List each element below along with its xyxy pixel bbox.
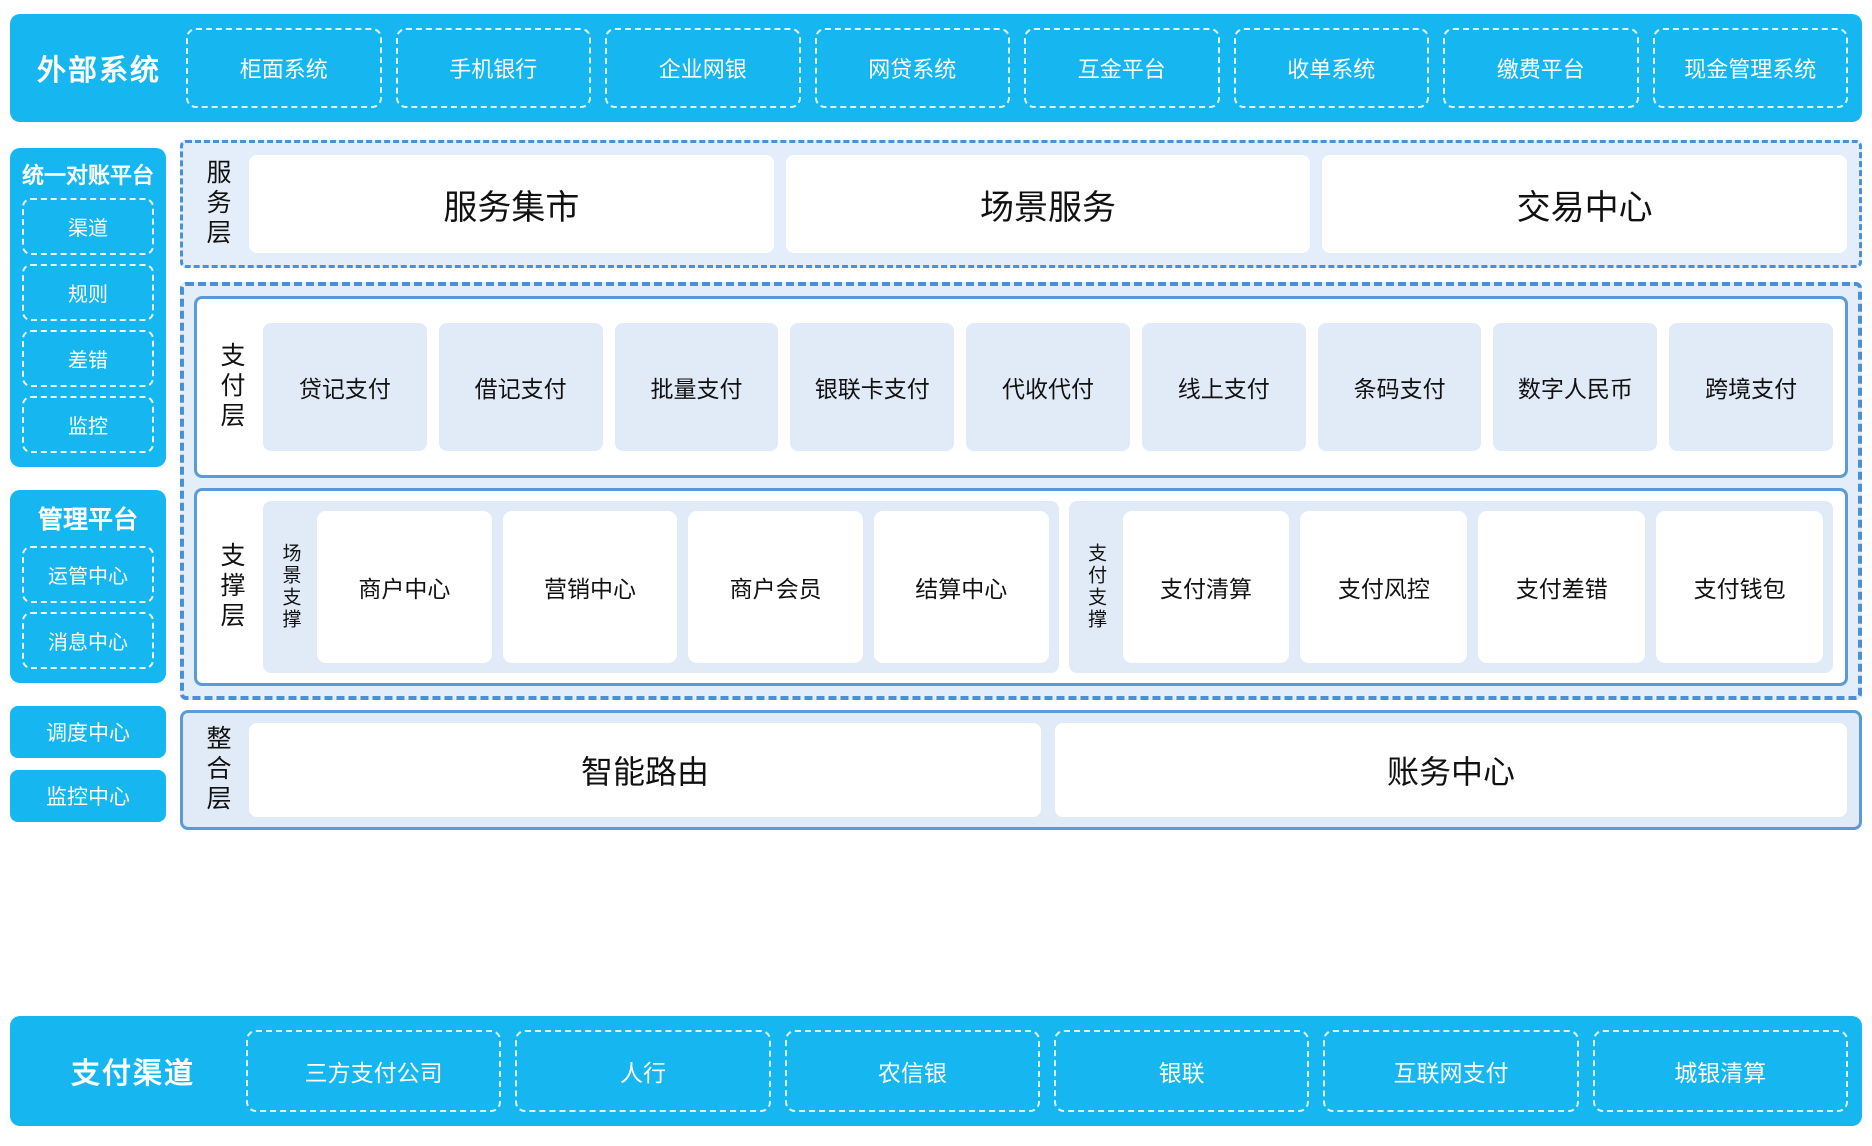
support-card-settlement-center[interactable]: 结算中心 [873, 511, 1049, 663]
service-card-transaction-center[interactable]: 交易中心 [1322, 155, 1848, 253]
core-layers-group: 支付层 贷记支付 借记支付 批量支付 银联卡支付 代收代付 线上支付 条码支付 … [180, 282, 1862, 700]
external-systems-band: 外部系统 柜面系统 手机银行 企业网银 网贷系统 互金平台 收单系统 缴费平台 … [10, 14, 1862, 122]
payment-channel-chip-2[interactable]: 人行 [515, 1030, 771, 1112]
payment-chip-cross-border[interactable]: 跨境支付 [1669, 323, 1834, 451]
management-item-operations-center[interactable]: 运管中心 [22, 546, 154, 603]
external-system-chip-8[interactable]: 现金管理系统 [1652, 28, 1848, 108]
scenario-support-group: 场景支撑 商户中心 营销中心 商户会员 结算中心 [263, 501, 1059, 673]
external-system-chip-3[interactable]: 企业网银 [605, 28, 801, 108]
payment-channel-chip-3[interactable]: 农信银 [784, 1030, 1040, 1112]
payment-chip-credit[interactable]: 贷记支付 [263, 323, 427, 451]
reconciliation-platform-card: 统一对账平台 渠道 规则 差错 监控 [10, 148, 166, 467]
support-card-payment-clearing[interactable]: 支付清算 [1122, 511, 1290, 663]
payment-support-group: 支付支撑 支付清算 支付风控 支付差错 支付钱包 [1068, 501, 1833, 673]
external-system-chip-2[interactable]: 手机银行 [395, 28, 591, 108]
payment-channel-chip-1[interactable]: 三方支付公司 [246, 1030, 502, 1112]
external-system-chip-5[interactable]: 互金平台 [1024, 28, 1220, 108]
payment-chip-digital-rmb[interactable]: 数字人民币 [1493, 323, 1658, 451]
payment-channel-chip-5[interactable]: 互联网支付 [1323, 1030, 1579, 1112]
platform-layers-region: 服务层 服务集市 场景服务 交易中心 支付层 贷记支付 借记支付 批量支付 [180, 140, 1862, 1000]
payment-channel-chip-6[interactable]: 城银清算 [1592, 1030, 1848, 1112]
reconciliation-platform-title: 统一对账平台 [22, 163, 155, 188]
external-systems-title: 外部系统 [36, 55, 161, 87]
payment-channel-chip-4[interactable]: 银联 [1053, 1030, 1310, 1112]
payment-chip-online[interactable]: 线上支付 [1141, 323, 1306, 451]
integration-layer-cards: 智能路由 账务中心 [249, 723, 1847, 817]
external-system-chip-4[interactable]: 网贷系统 [814, 28, 1010, 108]
integration-card-accounting-center[interactable]: 账务中心 [1055, 723, 1847, 817]
service-card-scenario-service[interactable]: 场景服务 [785, 155, 1311, 253]
payment-chip-collection-payment[interactable]: 代收代付 [966, 323, 1130, 451]
management-item-message-center[interactable]: 消息中心 [22, 612, 154, 669]
payment-support-cards: 支付清算 支付风控 支付差错 支付钱包 [1122, 511, 1824, 663]
reconciliation-item-rule[interactable]: 规则 [22, 264, 154, 321]
payment-chip-unionpay-card[interactable]: 银联卡支付 [790, 323, 955, 451]
support-layer-label: 支撑层 [217, 542, 245, 632]
reconciliation-item-error[interactable]: 差错 [22, 330, 154, 387]
external-systems-items: 柜面系统 手机银行 企业网银 网贷系统 互金平台 收单系统 缴费平台 现金管理系… [186, 14, 1848, 122]
management-platform-card: 管理平台 运管中心 消息中心 [10, 490, 166, 683]
sidebar-item-dispatch-center[interactable]: 调度中心 [10, 706, 166, 758]
management-platform-title: 管理平台 [37, 506, 138, 534]
payment-chip-batch[interactable]: 批量支付 [614, 323, 779, 451]
reconciliation-item-monitor[interactable]: 监控 [22, 396, 154, 453]
service-card-service-market[interactable]: 服务集市 [249, 155, 774, 253]
payment-channels-band: 支付渠道 三方支付公司 人行 农信银 银联 互联网支付 城银清算 [10, 1016, 1862, 1126]
payment-chip-barcode[interactable]: 条码支付 [1317, 323, 1482, 451]
scenario-support-label: 场景支撑 [279, 543, 301, 631]
external-system-chip-1[interactable]: 柜面系统 [186, 28, 382, 108]
support-card-marketing-center[interactable]: 营销中心 [502, 511, 678, 663]
support-card-merchant-member[interactable]: 商户会员 [688, 511, 863, 663]
support-card-payment-wallet[interactable]: 支付钱包 [1656, 511, 1824, 663]
support-layer-groups: 场景支撑 商户中心 营销中心 商户会员 结算中心 支付支撑 支付清算 [263, 501, 1833, 673]
integration-layer-panel: 整合层 智能路由 账务中心 [180, 710, 1862, 830]
payment-layer-label: 支付层 [217, 342, 245, 432]
payment-channels-items: 三方支付公司 人行 农信银 银联 互联网支付 城银清算 [246, 1016, 1848, 1126]
support-card-payment-risk[interactable]: 支付风控 [1300, 511, 1468, 663]
support-card-payment-error[interactable]: 支付差错 [1478, 511, 1646, 663]
sidebar-item-monitor-center[interactable]: 监控中心 [10, 770, 166, 822]
payment-channels-title: 支付渠道 [70, 1058, 195, 1090]
scenario-support-cards: 商户中心 营销中心 商户会员 结算中心 [317, 511, 1049, 663]
service-layer-group: 服务层 服务集市 场景服务 交易中心 [180, 140, 1862, 268]
service-layer-cards: 服务集市 场景服务 交易中心 [249, 155, 1848, 253]
external-system-chip-7[interactable]: 缴费平台 [1443, 28, 1639, 108]
payment-layer-panel: 支付层 贷记支付 借记支付 批量支付 银联卡支付 代收代付 线上支付 条码支付 … [194, 296, 1848, 478]
integration-card-smart-routing[interactable]: 智能路由 [249, 723, 1041, 817]
reconciliation-item-channel[interactable]: 渠道 [22, 198, 154, 255]
integration-layer-label: 整合层 [203, 725, 231, 815]
support-card-merchant-center[interactable]: 商户中心 [317, 511, 492, 663]
payment-support-label: 支付支撑 [1085, 543, 1107, 631]
payment-layer-cards: 贷记支付 借记支付 批量支付 银联卡支付 代收代付 线上支付 条码支付 数字人民… [263, 309, 1834, 465]
payment-chip-debit[interactable]: 借记支付 [438, 323, 603, 451]
service-layer-label: 服务层 [203, 159, 231, 249]
support-layer-panel: 支撑层 场景支撑 商户中心 营销中心 商户会员 结算中心 [194, 488, 1848, 686]
external-system-chip-6[interactable]: 收单系统 [1233, 28, 1429, 108]
